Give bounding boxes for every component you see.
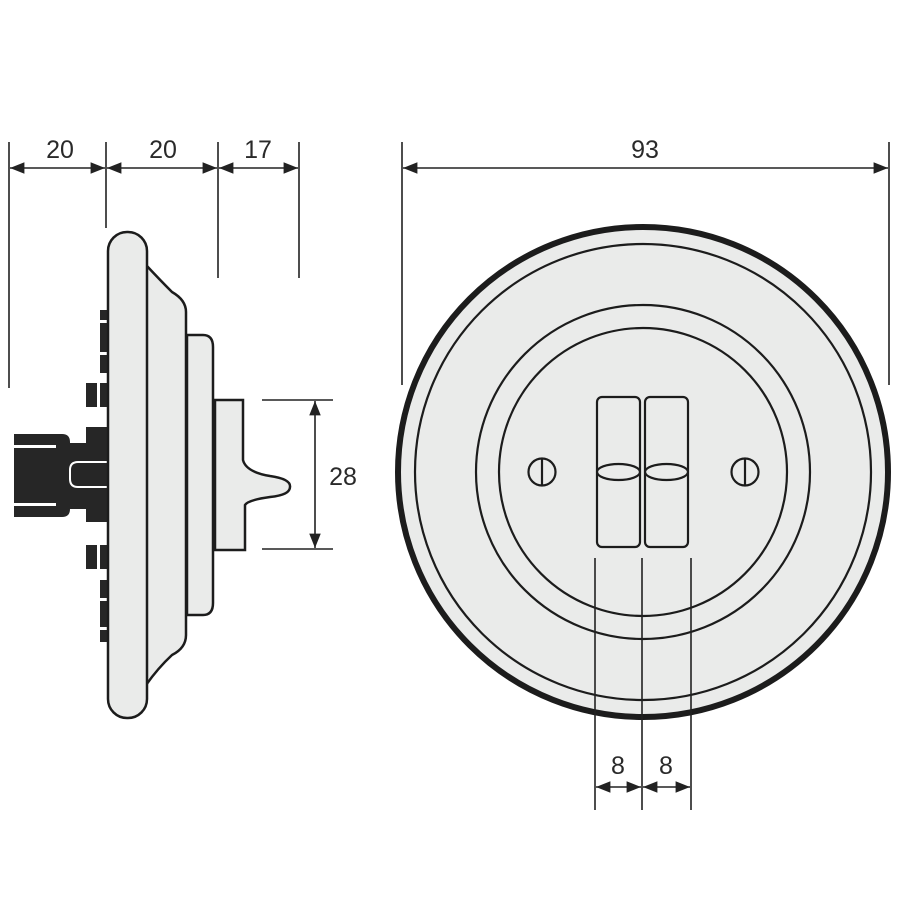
dim-diameter: 93 [631,136,659,164]
dim-toggle-height: 28 [329,463,357,491]
dim-rocker-width-2: 8 [659,752,673,780]
toggle-lever [213,398,292,552]
connector-block [14,310,108,642]
screw-icon [730,457,760,487]
front-view [395,224,891,720]
rocker-dimension-lines [594,558,692,810]
side-dimension-lines [8,142,333,550]
base-plate [106,230,149,720]
flange [144,261,188,689]
rocker-right [643,395,690,549]
dim-rocker-width-1: 8 [611,752,625,780]
collar [185,333,215,617]
outer-rim [395,224,891,720]
screw-icon [527,457,557,487]
dim-side-depth-1: 20 [46,136,74,164]
rocker-left [595,395,642,549]
side-view [14,230,292,720]
dim-side-depth-2: 20 [149,136,177,164]
dim-side-depth-3: 17 [244,136,272,164]
front-dimension-lines [401,142,890,385]
